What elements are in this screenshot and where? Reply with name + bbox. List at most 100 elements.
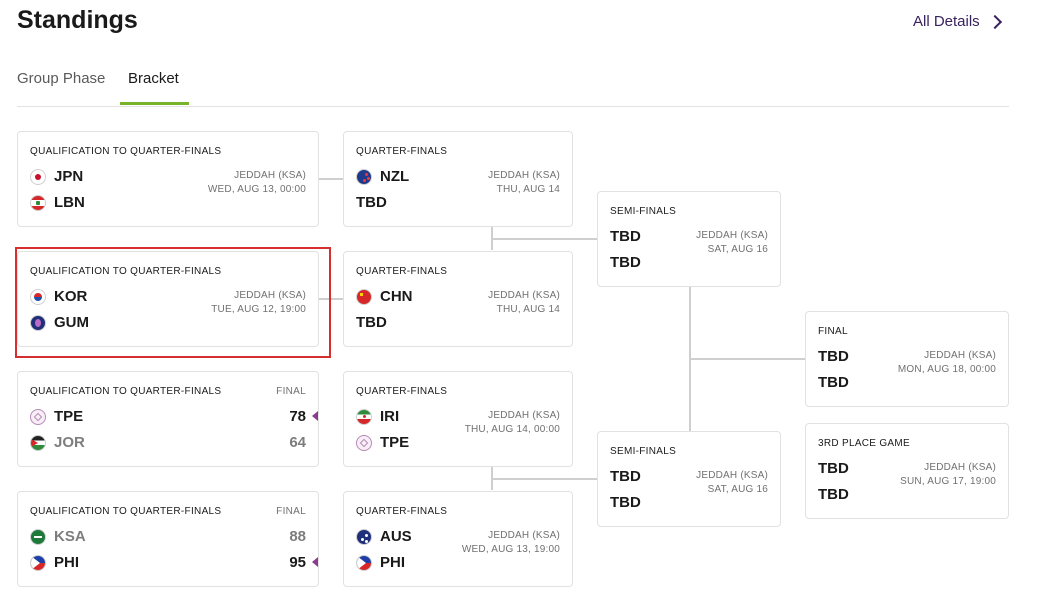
stage-label: QUARTER-FINALS	[356, 506, 448, 517]
team-row: JPN	[30, 168, 83, 185]
venue: JEDDAH (KSA)	[696, 230, 768, 241]
team-row: TBD	[818, 374, 849, 391]
team-code: TPE	[380, 434, 410, 451]
match-date: SUN, AUG 17, 19:00	[900, 476, 996, 487]
stage-label: QUALIFICATION TO QUARTER-FINALS	[30, 386, 222, 397]
chinese-taipei-flag-icon	[30, 408, 46, 425]
status-badge: FINAL	[276, 506, 306, 517]
team-row: TBD	[356, 314, 387, 331]
connector-line	[689, 358, 806, 360]
venue: JEDDAH (KSA)	[924, 462, 996, 473]
team-code: JPN	[54, 168, 84, 185]
connector-line	[318, 178, 343, 180]
team-code: TBD	[610, 494, 641, 511]
match-card[interactable]: QUALIFICATION TO QUARTER-FINALS FINAL TP…	[17, 371, 319, 467]
match-card[interactable]: FINAL TBD TBD JEDDAH (KSA) MON, AUG 18, …	[805, 311, 1009, 407]
team-row: TBD	[610, 228, 641, 245]
status-badge: FINAL	[276, 386, 306, 397]
team-code: PHI	[380, 554, 406, 571]
team-row: KOR	[30, 288, 87, 305]
team-row: KSA	[30, 528, 86, 545]
team-code: TBD	[818, 486, 849, 503]
team-code: PHI	[54, 554, 80, 571]
tab-bracket[interactable]: Bracket	[128, 70, 179, 87]
team-code: TBD	[610, 228, 641, 245]
match-card[interactable]: QUARTER-FINALS AUS PHI JEDDAH (KSA) WED,…	[343, 491, 573, 587]
match-card[interactable]: 3RD PLACE GAME TBD TBD JEDDAH (KSA) SUN,…	[805, 423, 1009, 519]
match-card[interactable]: SEMI-FINALS TBD TBD JEDDAH (KSA) SAT, AU…	[597, 431, 781, 527]
stage-label: 3RD PLACE GAME	[818, 438, 911, 449]
match-card[interactable]: QUALIFICATION TO QUARTER-FINALS FINAL KS…	[17, 491, 319, 587]
match-date: MON, AUG 18, 00:00	[897, 364, 996, 375]
team-code: KSA	[54, 528, 86, 545]
team-code: CHN	[380, 288, 413, 305]
score: 78	[289, 408, 306, 425]
chevron-right-icon	[987, 14, 1002, 30]
china-flag-icon	[356, 288, 372, 305]
team-code: IRI	[380, 408, 400, 425]
saudi-arabia-flag-icon	[30, 528, 46, 545]
team-row: LBN	[30, 194, 85, 211]
match-card[interactable]: SEMI-FINALS TBD TBD JEDDAH (KSA) SAT, AU…	[597, 191, 781, 287]
team-row: TBD	[818, 348, 849, 365]
venue: JEDDAH (KSA)	[924, 350, 996, 361]
venue: JEDDAH (KSA)	[488, 410, 560, 421]
match-card[interactable]: QUALIFICATION TO QUARTER-FINALS JPN LBN …	[17, 131, 319, 227]
score: 95	[289, 554, 306, 571]
venue: JEDDAH (KSA)	[696, 470, 768, 481]
stage-label: QUALIFICATION TO QUARTER-FINALS	[30, 266, 222, 277]
stage-label: QUALIFICATION TO QUARTER-FINALS	[30, 146, 222, 157]
stage-label: QUARTER-FINALS	[356, 266, 448, 277]
stage-label: QUARTER-FINALS	[356, 146, 448, 157]
australia-flag-icon	[356, 528, 372, 545]
iran-flag-icon	[356, 408, 372, 425]
tab-bar: Group Phase Bracket	[17, 70, 1009, 107]
match-card[interactable]: QUARTER-FINALS CHN TBD JEDDAH (KSA) THU,…	[343, 251, 573, 347]
connector-line	[491, 238, 598, 240]
match-date: THU, AUG 14, 00:00	[464, 424, 560, 435]
korea-flag-icon	[30, 288, 46, 305]
match-date: SAT, AUG 16	[707, 244, 768, 255]
match-card[interactable]: QUARTER-FINALS NZL TBD JEDDAH (KSA) THU,…	[343, 131, 573, 227]
venue: JEDDAH (KSA)	[234, 170, 306, 181]
team-code: TBD	[610, 254, 641, 271]
match-date: TUE, AUG 12, 19:00	[211, 304, 306, 315]
stage-label: SEMI-FINALS	[610, 446, 677, 457]
team-row: TBD	[610, 468, 641, 485]
tab-group-phase[interactable]: Group Phase	[17, 70, 106, 87]
team-code: KOR	[54, 288, 88, 305]
winner-marker-icon	[312, 557, 318, 567]
page-title: Standings	[17, 6, 138, 34]
active-tab-indicator	[120, 102, 189, 105]
match-card[interactable]: QUALIFICATION TO QUARTER-FINALS KOR GUM …	[17, 251, 319, 347]
score: 64	[289, 434, 306, 451]
match-date: WED, AUG 13, 19:00	[461, 544, 560, 555]
team-row: TBD	[818, 486, 849, 503]
jordan-flag-icon	[30, 434, 46, 451]
stage-label: FINAL	[818, 326, 848, 337]
team-code: LBN	[54, 194, 85, 211]
match-date: THU, AUG 14	[496, 184, 560, 195]
venue: JEDDAH (KSA)	[488, 530, 560, 541]
stage-label: QUALIFICATION TO QUARTER-FINALS	[30, 506, 222, 517]
score: 88	[289, 528, 306, 545]
team-row: TBD	[818, 460, 849, 477]
team-row: TPE	[356, 434, 409, 451]
japan-flag-icon	[30, 168, 46, 185]
guam-flag-icon	[30, 314, 46, 331]
team-code: GUM	[54, 314, 89, 331]
team-row: TBD	[356, 194, 387, 211]
stage-label: QUARTER-FINALS	[356, 386, 448, 397]
all-details-label: All Details	[913, 13, 980, 30]
match-date: SAT, AUG 16	[707, 484, 768, 495]
team-row: JOR	[30, 434, 85, 451]
match-card[interactable]: QUARTER-FINALS IRI TPE JEDDAH (KSA) THU,…	[343, 371, 573, 467]
team-row: NZL	[356, 168, 409, 185]
selection-highlight	[15, 247, 331, 358]
team-code: TBD	[610, 468, 641, 485]
all-details-link[interactable]: All Details	[913, 13, 1002, 30]
team-row: PHI	[356, 554, 405, 571]
philippines-flag-icon	[30, 554, 46, 571]
venue: JEDDAH (KSA)	[488, 290, 560, 301]
team-row: IRI	[356, 408, 399, 425]
